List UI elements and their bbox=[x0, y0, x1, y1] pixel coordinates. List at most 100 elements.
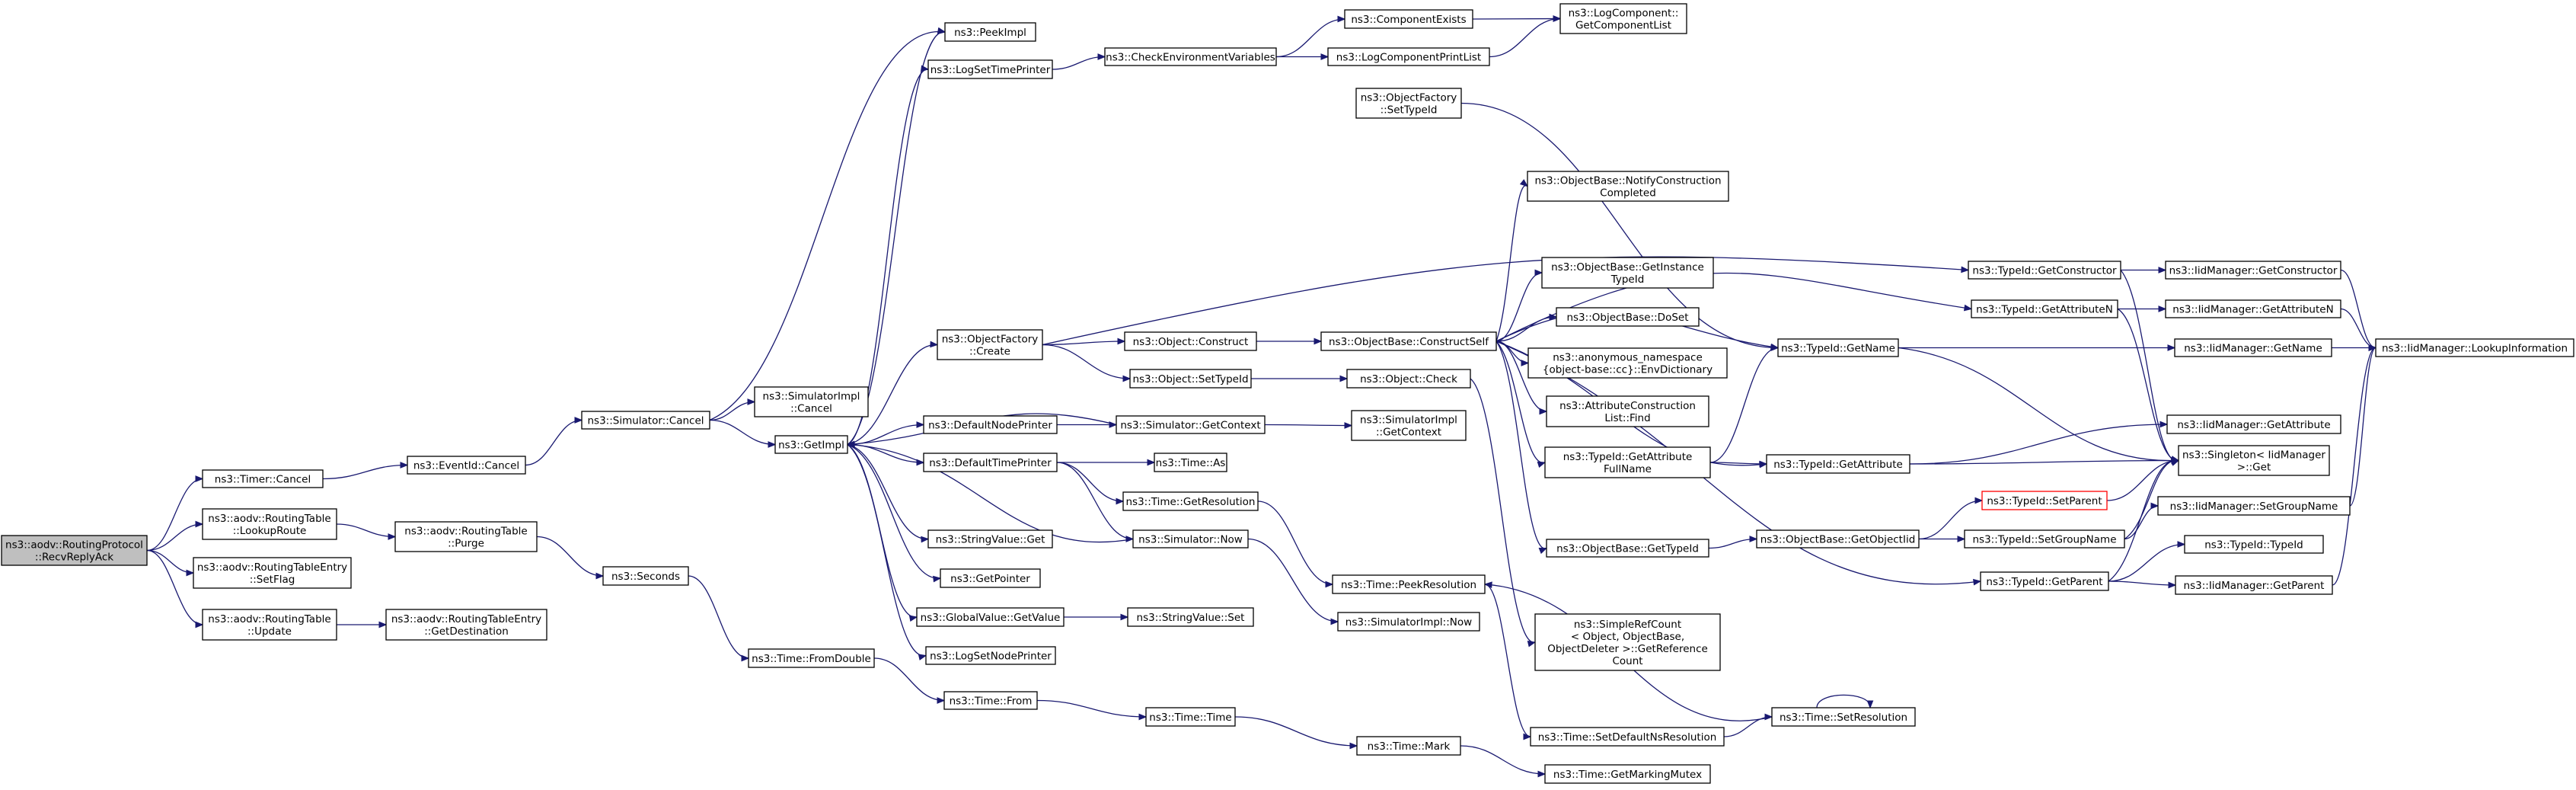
edge-getAttrFullName-to-typeIdGetName bbox=[1709, 344, 1780, 463]
node-logComponentPrintList[interactable]: ns3::LogComponentPrintList bbox=[1327, 47, 1490, 66]
node-box bbox=[1980, 571, 2109, 591]
node-label: ::Update bbox=[247, 625, 292, 638]
node-typeIdSetParent[interactable]: ns3::TypeId::SetParent bbox=[1981, 491, 2108, 510]
node-iidGetConstructor[interactable]: ns3::IidManager::GetConstructor bbox=[2165, 261, 2341, 280]
node-timeSetResolution[interactable]: ns3::Time::SetResolution bbox=[1771, 707, 1916, 727]
node-purge[interactable]: ns3::aodv::RoutingTable::Purge bbox=[394, 521, 538, 552]
node-label: ns3::ObjectBase::GetTypeId bbox=[1556, 543, 1699, 555]
node-objBaseGetTypeId[interactable]: ns3::ObjectBase::GetTypeId bbox=[1546, 539, 1709, 558]
node-box bbox=[2165, 299, 2341, 318]
node-globalValueGetValue[interactable]: ns3::GlobalValue::GetValue bbox=[916, 607, 1065, 627]
edge-timePeekResolution-to-setDefaultNsRes bbox=[1484, 584, 1532, 740]
node-typeIdTypeId[interactable]: ns3::TypeId::TypeId bbox=[2184, 535, 2324, 554]
node-typeIdGetConstructor[interactable]: ns3::TypeId::GetConstructor bbox=[1968, 261, 2121, 280]
node-box bbox=[923, 453, 1058, 472]
edge-line bbox=[1909, 424, 2168, 465]
node-getReferenceCount[interactable]: ns3::SimpleRefCount< Object, ObjectBase,… bbox=[1534, 613, 1721, 671]
node-stringValueGet[interactable]: ns3::StringValue::Get bbox=[927, 529, 1053, 549]
edge-getImpl-to-globalValueGetValue bbox=[847, 443, 918, 622]
node-typeIdSetGroupName[interactable]: ns3::TypeId::SetGroupName bbox=[1964, 529, 2125, 549]
node-timePeekResolution[interactable]: ns3::Time::PeekResolution bbox=[1332, 574, 1486, 594]
node-box bbox=[1154, 453, 1227, 472]
node-box bbox=[202, 508, 337, 540]
node-iidSetGroupName[interactable]: ns3::IidManager::SetGroupName bbox=[2157, 496, 2351, 516]
node-setDefaultNsRes[interactable]: ns3::Time::SetDefaultNsResolution bbox=[1530, 727, 1725, 747]
node-typeIdGetParent[interactable]: ns3::TypeId::GetParent bbox=[1980, 571, 2109, 591]
node-getMarkingMutex[interactable]: ns3::Time::GetMarkingMutex bbox=[1544, 764, 1711, 784]
node-simNow[interactable]: ns3::Simulator::Now bbox=[1132, 529, 1249, 549]
node-envDictionary[interactable]: ns3::anonymous_namespace{object-base::cc… bbox=[1527, 347, 1728, 379]
node-getPointer[interactable]: ns3::GetPointer bbox=[940, 568, 1041, 588]
node-objectCheck[interactable]: ns3::Object::Check bbox=[1346, 369, 1471, 389]
node-iidGetAttribute[interactable]: ns3::IidManager::GetAttribute bbox=[2166, 414, 2341, 434]
node-ofCreate[interactable]: ns3::ObjectFactory::Create bbox=[937, 329, 1043, 360]
edge-arrow bbox=[2150, 502, 2159, 510]
node-simGetContext[interactable]: ns3::Simulator::GetContext bbox=[1116, 415, 1266, 434]
node-objBaseConstructSelf[interactable]: ns3::ObjectBase::ConstructSelf bbox=[1320, 331, 1497, 351]
node-ofSetTypeId[interactable]: ns3::ObjectFactory::SetTypeId bbox=[1355, 88, 1462, 119]
node-box bbox=[1556, 307, 1700, 327]
node-logCompGetList[interactable]: ns3::LogComponent::GetComponentList bbox=[1559, 3, 1687, 34]
node-timeTime[interactable]: ns3::Time::Time bbox=[1145, 707, 1236, 727]
edge-lookupRoute-to-purge bbox=[336, 523, 397, 540]
edge-arrow bbox=[1759, 460, 1768, 468]
edge-arrow bbox=[908, 615, 918, 622]
node-setFlag[interactable]: ns3::aodv::RoutingTableEntry::SetFlag bbox=[193, 557, 352, 589]
node-stringValueSet[interactable]: ns3::StringValue::Set bbox=[1127, 607, 1254, 627]
node-logSetNodePrinter[interactable]: ns3::LogSetNodePrinter bbox=[925, 646, 1056, 665]
node-defaultNodePrinter[interactable]: ns3::DefaultNodePrinter bbox=[923, 415, 1058, 434]
node-getDestination[interactable]: ns3::aodv::RoutingTableEntry::GetDestina… bbox=[385, 609, 547, 641]
edge-arrow bbox=[1519, 179, 1529, 187]
node-objectSetTypeId[interactable]: ns3::Object::SetTypeId bbox=[1129, 369, 1252, 389]
node-getObjectIid[interactable]: ns3::ObjectBase::GetObjectIid bbox=[1756, 529, 1920, 549]
node-timeMark[interactable]: ns3::Time::Mark bbox=[1356, 736, 1461, 756]
node-singletonGet[interactable]: ns3::Singleton< IidManager>::Get bbox=[2178, 445, 2330, 476]
node-logSetTimePrinter[interactable]: ns3::LogSetTimePrinter bbox=[927, 59, 1053, 79]
node-box bbox=[1546, 539, 1709, 558]
edge-line bbox=[1275, 18, 1345, 58]
node-iidGetName[interactable]: ns3::IidManager::GetName bbox=[2174, 338, 2332, 357]
node-simCancel[interactable]: ns3::Simulator::Cancel bbox=[581, 411, 710, 430]
node-objectConstruct[interactable]: ns3::Object::Construct bbox=[1124, 331, 1257, 351]
node-label: ns3::Seconds bbox=[611, 571, 680, 583]
edge-line bbox=[2117, 308, 2179, 462]
node-timeAs[interactable]: ns3::Time::As bbox=[1154, 453, 1227, 472]
node-lookupRoute[interactable]: ns3::aodv::RoutingTable::LookupRoute bbox=[202, 508, 337, 540]
node-typeIdGetAttributeN[interactable]: ns3::TypeId::GetAttributeN bbox=[1971, 299, 2118, 318]
node-typeIdGetName[interactable]: ns3::TypeId::GetName bbox=[1777, 338, 1899, 357]
node-eventIdCancel[interactable]: ns3::EventId::Cancel bbox=[407, 456, 526, 475]
node-timeFrom[interactable]: ns3::Time::From bbox=[943, 691, 1038, 710]
node-label: ns3::Time::Mark bbox=[1368, 740, 1451, 753]
node-simImplNow[interactable]: ns3::SimulatorImpl::Now bbox=[1337, 612, 1480, 632]
node-componentExists[interactable]: ns3::ComponentExists bbox=[1344, 9, 1473, 29]
node-rtUpdate[interactable]: ns3::aodv::RoutingTable::Update bbox=[202, 609, 337, 641]
node-defaultTimePrinter[interactable]: ns3::DefaultTimePrinter bbox=[923, 453, 1058, 472]
node-doSet[interactable]: ns3::ObjectBase::DoSet bbox=[1556, 307, 1700, 327]
node-box bbox=[2375, 338, 2574, 357]
node-peekImpl[interactable]: ns3::PeekImpl bbox=[944, 22, 1036, 42]
node-label: ns3::TypeId::SetGroupName bbox=[1972, 534, 2116, 546]
node-simImplGetContext[interactable]: ns3::SimulatorImpl::GetContext bbox=[1351, 410, 1467, 441]
node-checkEnvVars[interactable]: ns3::CheckEnvironmentVariables bbox=[1104, 47, 1277, 66]
edge-line bbox=[873, 657, 945, 702]
node-seconds[interactable]: ns3::Seconds bbox=[602, 566, 689, 586]
node-label: ns3::TypeId::GetConstructor bbox=[1972, 265, 2117, 277]
node-fromDouble[interactable]: ns3::Time::FromDouble bbox=[748, 648, 875, 668]
node-simImplCancel[interactable]: ns3::SimulatorImpl::Cancel bbox=[754, 386, 869, 417]
node-box bbox=[202, 609, 337, 641]
node-typeIdGetAttribute[interactable]: ns3::TypeId::GetAttribute bbox=[1766, 454, 1910, 474]
node-label: ns3::GlobalValue::GetValue bbox=[921, 612, 1061, 624]
edge-typeIdGetName-to-iidGetName bbox=[1898, 344, 2176, 351]
node-timerCancel[interactable]: ns3::Timer::Cancel bbox=[202, 469, 324, 488]
node-iidLookupInformation[interactable]: ns3::IidManager::LookupInformation bbox=[2375, 338, 2574, 357]
node-iidGetParent[interactable]: ns3::IidManager::GetParent bbox=[2175, 575, 2333, 595]
node-notifyConstruction[interactable]: ns3::ObjectBase::NotifyConstructionCompl… bbox=[1527, 171, 1729, 202]
node-timeGetResolution[interactable]: ns3::Time::GetResolution bbox=[1122, 491, 1259, 511]
node-iidGetAttributeN[interactable]: ns3::IidManager::GetAttributeN bbox=[2165, 299, 2341, 318]
node-getImpl[interactable]: ns3::GetImpl bbox=[774, 435, 848, 454]
edge-arrow bbox=[1320, 53, 1329, 60]
